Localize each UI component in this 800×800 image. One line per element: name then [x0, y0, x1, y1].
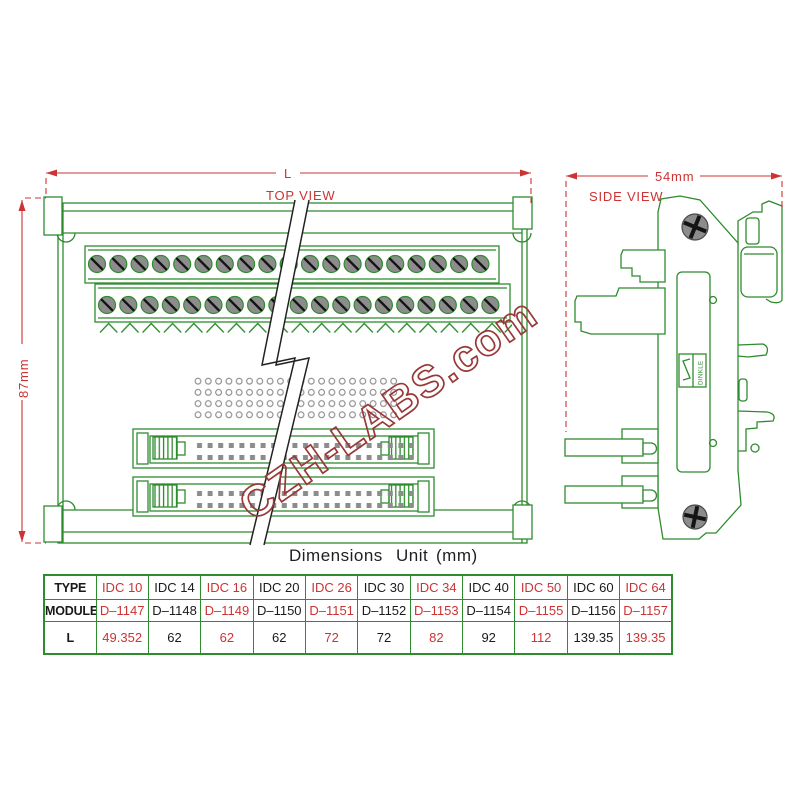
cell-length: 72: [357, 621, 411, 655]
cell-type: IDC 26: [304, 574, 359, 600]
terminal-block-profile: [574, 287, 666, 335]
break-line: [249, 199, 311, 546]
idc-plug-profile-1: [564, 428, 659, 464]
cell-module: D–1157: [619, 599, 673, 622]
cell-type: IDC 16: [200, 574, 254, 600]
cell-length: 62: [200, 621, 254, 655]
side-view-drawing: DINKLE: [564, 195, 783, 540]
table-row-module: MODULE D–1147 D–1148 D–1149 D–1150 D–115…: [43, 599, 673, 622]
idc-header-2: [132, 476, 435, 517]
cell-type: IDC 50: [514, 574, 568, 600]
table-row-length: L 49.352 62 62 62 72 72 82 92 112 139.35…: [43, 621, 673, 655]
svg-text:DINKLE: DINKLE: [698, 360, 705, 385]
carrier-panel: [676, 271, 711, 473]
top-view-label: TOP VIEW: [266, 188, 336, 203]
cell-type: IDC 30: [357, 574, 411, 600]
top-view-drawing: [43, 196, 533, 546]
mount-foot: [512, 504, 533, 540]
svg-text:87mm: 87mm: [16, 359, 31, 398]
terminal-row-2: [94, 283, 512, 333]
cell-module: D–1152: [357, 599, 411, 622]
mount-foot: [43, 196, 63, 236]
cell-type: IDC 34: [409, 574, 464, 600]
mount-foot: [512, 196, 533, 230]
cell-type: IDC 60: [566, 574, 621, 600]
screw-icon: [681, 213, 709, 241]
brand-logo-mark: [682, 358, 691, 381]
cell-length: 62: [252, 621, 306, 655]
dimension-54mm: 54mm: [565, 169, 783, 432]
table-row-type: TYPE IDC 10 IDC 14 IDC 16 IDC 20 IDC 26 …: [43, 574, 673, 600]
row-header-type: TYPE: [43, 574, 97, 600]
svg-text:54mm: 54mm: [655, 169, 694, 184]
row-header-module: MODULE: [43, 599, 97, 622]
brand-label: DINKLE: [678, 353, 707, 388]
idc-pins: [194, 489, 413, 511]
cell-length: 49.352: [95, 621, 149, 655]
cell-type: IDC 10: [95, 574, 149, 600]
idc-pins: [194, 441, 413, 463]
cell-module: D–1153: [409, 599, 464, 622]
cell-type: IDC 40: [462, 574, 516, 600]
ejector-latch: [152, 484, 178, 508]
svg-text:Dimensions: Dimensions: [289, 546, 383, 565]
svg-text:L: L: [284, 166, 292, 181]
cell-type: IDC 64: [619, 574, 673, 600]
cell-length: 92: [462, 621, 516, 655]
cell-length: 62: [147, 621, 202, 655]
cell-module: D–1148: [147, 599, 202, 622]
cell-module: D–1147: [95, 599, 149, 622]
cell-type: IDC 14: [147, 574, 202, 600]
cell-type: IDC 20: [252, 574, 306, 600]
din-rail-clip: [737, 200, 783, 453]
side-body: [657, 195, 742, 540]
cell-module: D–1155: [514, 599, 568, 622]
idc-header-1: [132, 428, 435, 469]
cell-module: D–1151: [304, 599, 359, 622]
cell-module: D–1156: [566, 599, 621, 622]
dimension-table: TYPE IDC 10 IDC 14 IDC 16 IDC 20 IDC 26 …: [43, 574, 673, 655]
row-header-length: L: [43, 621, 97, 655]
cell-module: D–1149: [200, 599, 254, 622]
idc-plug-profile-2: [564, 475, 659, 509]
mount-foot: [43, 505, 63, 543]
units-note: Dimensions Unit (mm): [289, 546, 478, 565]
wire-entry-teeth: [98, 322, 512, 333]
dimension-87mm: 87mm: [16, 197, 46, 544]
cell-length: 139.35: [566, 621, 621, 655]
cell-length: 112: [514, 621, 568, 655]
cell-length: 82: [409, 621, 464, 655]
svg-text:(mm): (mm): [436, 546, 478, 565]
ejector-latch: [152, 436, 178, 460]
svg-text:Unit: Unit: [396, 546, 428, 565]
side-view-label: SIDE VIEW: [589, 189, 663, 204]
cell-length: 72: [304, 621, 359, 655]
cell-module: D–1150: [252, 599, 306, 622]
cell-module: D–1154: [462, 599, 516, 622]
cell-length: 139.35: [619, 621, 673, 655]
terminal-block-profile: [620, 249, 666, 283]
screw-icon: [682, 504, 708, 530]
dimension-l: L: [45, 166, 532, 203]
